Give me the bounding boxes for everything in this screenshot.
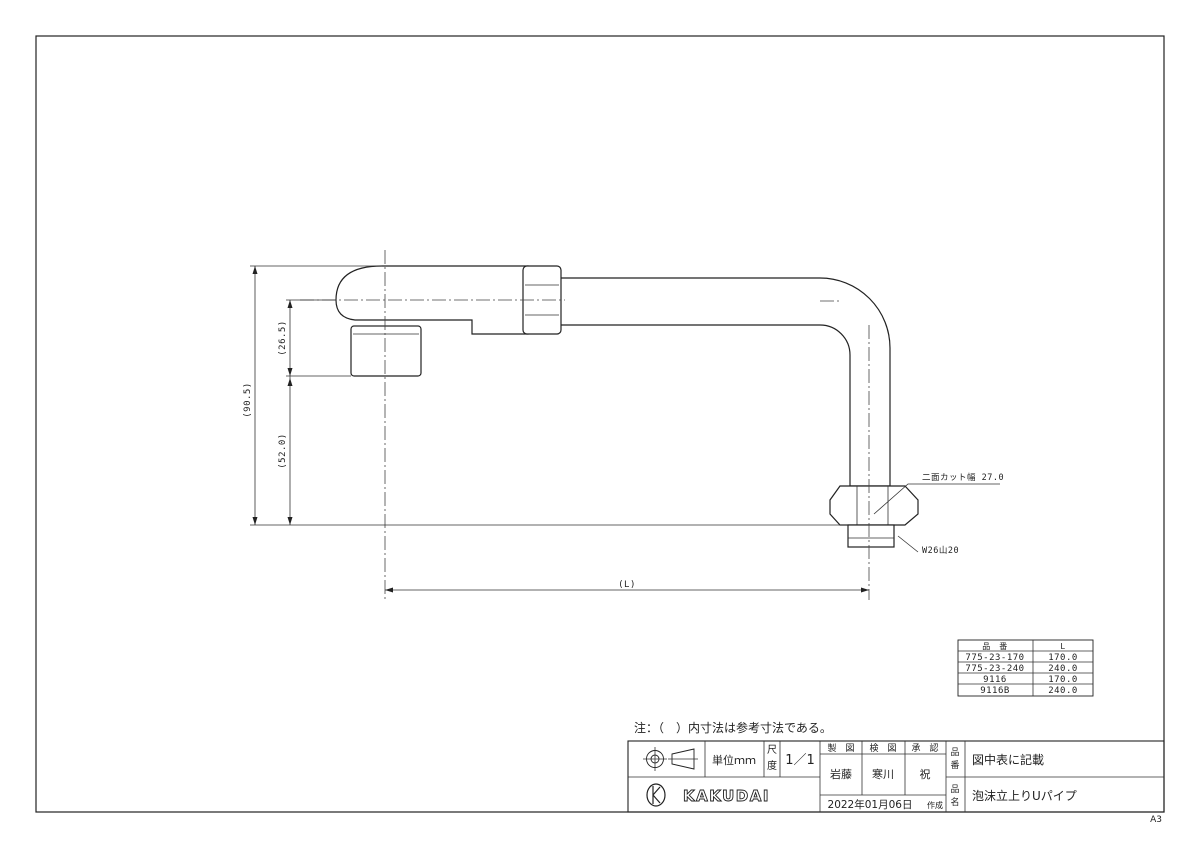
created-label: 作成 [927,800,943,810]
role-drawn: 製 図 [827,742,854,754]
dim-wrench: 二面カット幅 27.0 [922,472,1004,483]
unit-label: 単位ｍｍ [712,753,756,767]
table-row-4-l: 240.0 [1048,686,1078,696]
dim-lower: (52.0) [278,433,288,469]
role-approved: 承 認 [911,742,938,754]
reference-note: 注：（ ）内寸法は参考寸法である。 [634,720,832,735]
name-drawn: 岩藤 [830,767,852,781]
table-header-l: L [1060,642,1065,651]
scale-label-top: 尺 [767,744,777,756]
dim-height-total: (90.5) [243,382,253,418]
scale-value: 1／1 [785,753,815,768]
name-checked: 寒川 [872,767,894,781]
dim-upper: (26.5) [278,320,288,356]
table-row-4-part: 9116B [980,686,1010,696]
table-row-2-part: 775-23-240 [965,664,1024,674]
hex-nut [829,485,919,526]
role-checked: 検 図 [869,742,896,754]
title-block: 単位ｍｍ 尺 度 1／1 製 図 検 図 承 認 岩藤 寒川 祝 2022年01… [627,740,1165,813]
part-name-label-bottom: 名 [950,796,959,808]
table-row-1-l: 170.0 [1048,653,1078,663]
part-no-label-bottom: 番 [950,759,959,771]
table-row-3-l: 170.0 [1048,675,1078,685]
sheet-size: A3 [1150,815,1162,825]
pipe-body [559,277,891,487]
dim-length: (L) [618,580,636,590]
faucet-drawing [335,265,919,548]
table-header-part: 品 番 [982,641,1008,651]
part-no-value: 図中表に記載 [972,752,1044,767]
brand-name: KAKUDAI [683,787,770,805]
sheet-border [35,35,1165,813]
kakudai-logo-icon [646,783,666,807]
table-row-3-part: 9116 [983,675,1007,685]
table-row-2-l: 240.0 [1048,664,1078,674]
parts-table: 品 番 L 775-23-170 170.0 775-23-240 240.0 … [957,639,1094,697]
scale-label-bottom: 度 [767,759,777,772]
drawing-date: 2022年01月06日 [828,798,913,811]
part-no-label-top: 品 [950,747,959,758]
dim-thread: W26山20 [922,545,959,556]
thread-end [847,524,895,548]
name-approved: 祝 [920,767,931,781]
dimension-lines [252,266,1000,593]
part-name-value: 泡沫立上りUパイプ [972,788,1077,803]
part-name-label-top: 品 [950,784,959,795]
third-angle-projection-icon [643,747,698,771]
table-row-1-part: 775-23-170 [965,653,1024,663]
aerator-nozzle [350,325,422,377]
